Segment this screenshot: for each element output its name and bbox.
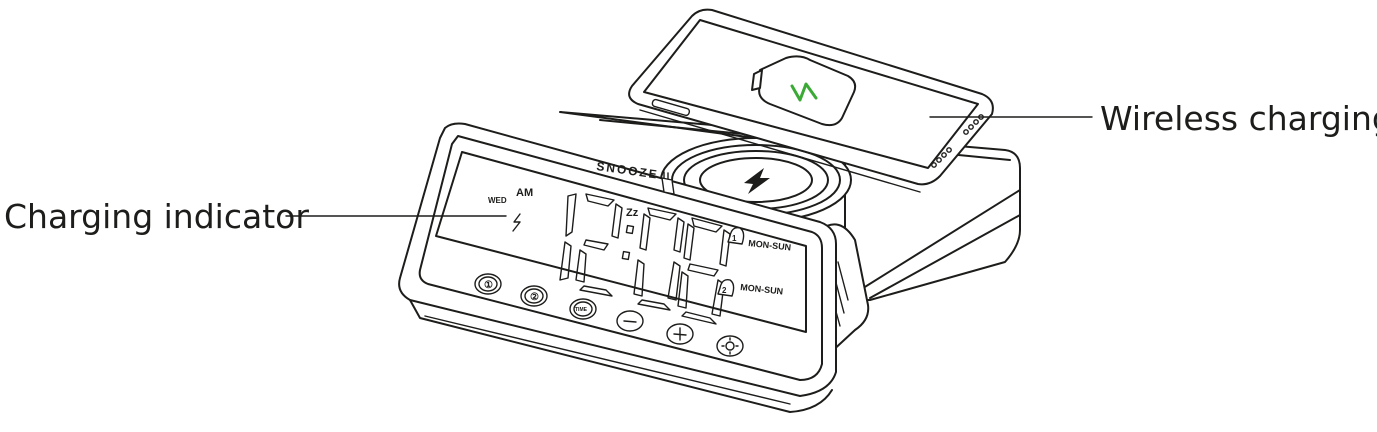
wireless-charging-label: Wireless charging <box>1100 99 1377 138</box>
alarm2-days: MON-SUN <box>740 282 784 296</box>
alarm-2-button-label: ② <box>530 292 539 303</box>
time-digits <box>559 193 731 325</box>
alarm-1-button[interactable] <box>474 273 502 295</box>
phone-port-dots <box>931 114 984 168</box>
plus-button[interactable] <box>666 323 694 345</box>
callout-wireless-charging: Wireless charging <box>929 99 1377 138</box>
snooze-hand-icon <box>661 171 675 195</box>
svg-text:2: 2 <box>722 286 727 295</box>
battery-bolt-icon <box>790 82 818 102</box>
smartphone <box>628 8 994 193</box>
brightness-button[interactable] <box>716 335 744 357</box>
svg-text:1: 1 <box>732 234 737 243</box>
button-row <box>474 273 744 357</box>
time-button-label: TIME <box>575 307 588 313</box>
battery-icon <box>751 55 857 127</box>
charging-indicator-icon <box>512 213 521 232</box>
snooze-zz: Zz <box>626 207 639 219</box>
time-button[interactable] <box>569 298 597 320</box>
lcd-display: SNOOZE AM WED Zz <box>488 159 792 325</box>
alarm-2-button[interactable] <box>520 285 548 307</box>
alarm1-days: MON-SUN <box>748 238 792 252</box>
bolt-icon <box>744 168 770 194</box>
am-indicator: AM <box>516 187 533 199</box>
clock-body <box>398 122 870 413</box>
callout-charging-indicator: Charging indicator <box>4 197 507 236</box>
charging-indicator-label: Charging indicator <box>4 197 309 236</box>
minus-button[interactable] <box>616 310 644 332</box>
day-indicator: WED <box>488 196 507 205</box>
alarm-1-button-label: ① <box>484 280 493 291</box>
button-labels: ① ② TIME <box>484 280 588 313</box>
alarm-2-icon: 2 <box>717 278 735 297</box>
alarm-1-icon: 1 <box>727 226 745 245</box>
